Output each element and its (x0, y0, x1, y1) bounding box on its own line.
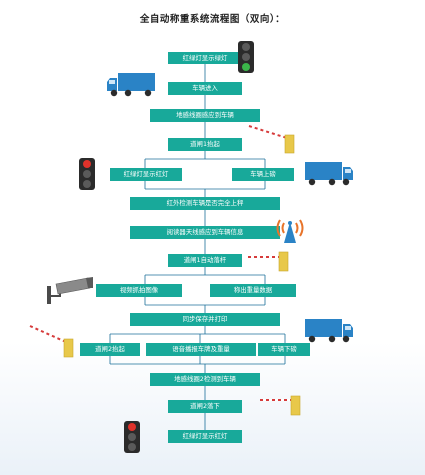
barrier-gate-icon (29, 325, 74, 358)
page-title: 全自动称重系统流程图（双向）： (139, 14, 286, 25)
step-traffic-light-green: 红绿灯显示绿灯 (168, 52, 242, 64)
step-vehicle-off-scale: 车辆下磅 (258, 343, 310, 356)
truck-icon (305, 162, 353, 186)
step-save-and-print: 同步保存并打印 (130, 313, 280, 326)
traffic-light-red-icon (79, 158, 95, 190)
traffic-light-red-icon (124, 421, 140, 453)
step-loop-detects-vehicle: 地感线圈感应到车辆 (150, 109, 260, 122)
step-barrier1-raises: 道闸1抬起 (168, 138, 242, 151)
antenna-icon (276, 219, 304, 243)
step-barrier2-lowers: 道闸2落下 (168, 400, 242, 413)
step-weight-data: 称出重量数据 (210, 284, 296, 297)
step-loop2-detects-vehicle: 地感线圈2检测到车辆 (150, 373, 260, 386)
step-barrier2-raises: 道闸2抬起 (80, 343, 140, 356)
step-traffic-light-red-final: 红绿灯显示红灯 (168, 430, 242, 443)
traffic-light-green-icon (238, 41, 254, 73)
truck-icon (305, 319, 353, 343)
step-barrier1-lowers: 道闸1自动落杆 (168, 254, 242, 267)
step-infrared-check: 红外检测车辆是否完全上秤 (130, 197, 280, 210)
camera-icon (47, 277, 93, 304)
truck-icon (107, 73, 155, 97)
step-voice-broadcast: 语音播报车牌及重量 (146, 343, 256, 356)
step-video-capture: 视频抓拍图像 (96, 284, 182, 297)
step-vehicle-enters: 车辆进入 (168, 82, 242, 95)
step-traffic-light-red: 红绿灯显示红灯 (110, 168, 182, 181)
step-antenna-reads-vehicle: 阅读器天线感应到车辆信息 (130, 226, 280, 239)
step-vehicle-on-scale: 车辆上磅 (232, 168, 294, 181)
barrier-gate-icon (248, 125, 295, 154)
barrier-gate-icon (248, 251, 289, 272)
barrier-gate-icon (260, 395, 301, 416)
